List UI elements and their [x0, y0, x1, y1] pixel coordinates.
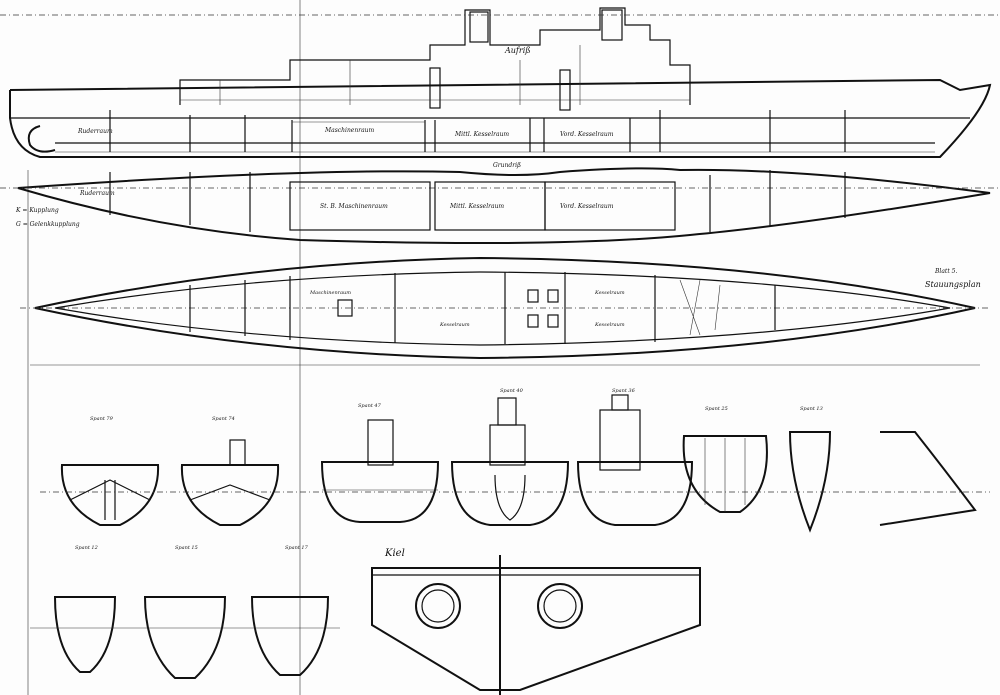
section-label: Spant 79	[90, 416, 113, 422]
deck-room-label: Kesselraum	[440, 322, 470, 328]
profile-room-label: Mittl. Kesselraum	[455, 131, 510, 138]
plan-title: Grundriß	[493, 162, 522, 169]
plan-view	[0, 167, 1000, 245]
section-views-row-1	[40, 394, 990, 533]
plan-room-label: Ruderraum	[80, 190, 115, 197]
section-label: Spant 40	[500, 388, 523, 394]
section-label: Spant 12	[75, 545, 98, 551]
sheet-title: Stauungsplan	[925, 280, 981, 289]
profile-room-label: Ruderraum	[78, 128, 113, 135]
keel-title: Kiel	[385, 548, 405, 559]
profile-room-label: Vord. Kesselraum	[560, 131, 614, 138]
plan-room-label: Vord. Kesselraum	[560, 203, 614, 210]
section-label: Spant 13	[800, 406, 823, 412]
profile-view	[0, 7, 1000, 158]
profile-room-label: Maschinenraum	[325, 127, 375, 134]
section-label: Spant 74	[212, 416, 235, 422]
section-label: Spant 36	[612, 388, 635, 394]
section-label: Spant 25	[705, 406, 728, 412]
section-label: Spant 17	[285, 545, 308, 551]
deck-room-label: Kesselraum	[595, 290, 625, 296]
section-views-row-2	[30, 596, 340, 679]
deck-room-label: Maschinenraum	[310, 290, 352, 296]
keel-detail	[371, 555, 701, 695]
deck-plan	[20, 256, 990, 366]
legend-k: K = Kupplung	[16, 207, 59, 214]
plan-room-label: Mittl. Kesselraum	[450, 203, 505, 210]
section-label: Spant 47	[358, 403, 381, 409]
legend-g: G = Gelenkkupplung	[16, 221, 80, 228]
sheet-number: Blatt 5.	[935, 268, 958, 275]
profile-title: Aufriß	[505, 46, 531, 55]
section-label: Spant 15	[175, 545, 198, 551]
plan-room-label: St. B. Maschinenraum	[320, 203, 388, 210]
deck-room-label: Kesselraum	[595, 322, 625, 328]
